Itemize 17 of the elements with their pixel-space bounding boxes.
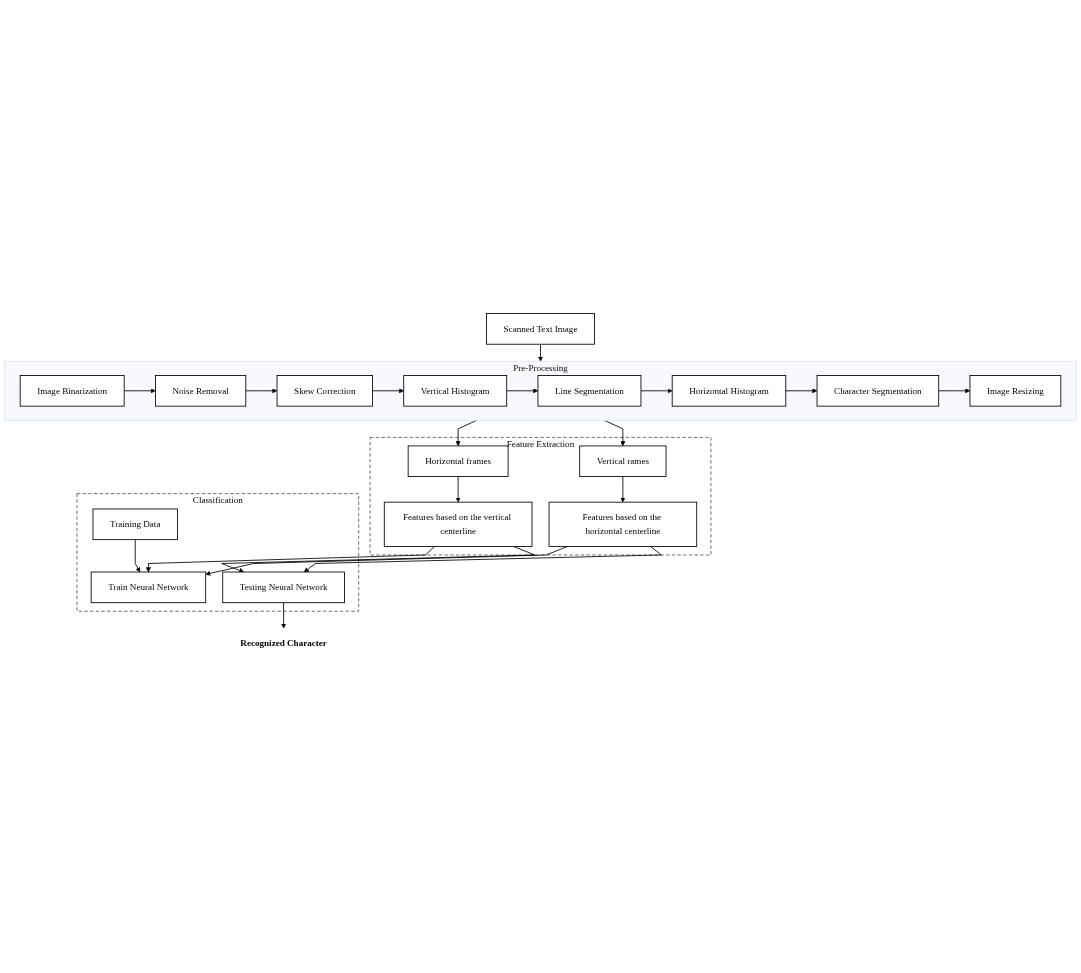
node-box: Noise Removal: [155, 375, 247, 407]
node-text: Recognized Character: [240, 638, 327, 649]
node-box: Horizontal Histogram: [671, 375, 787, 407]
node-box: Scanned Text Image: [486, 313, 595, 345]
node-box: Vertical Histogram: [403, 375, 508, 407]
node-box: Image Resizing: [969, 375, 1062, 407]
node-box: Skew Correction: [276, 375, 373, 407]
node-box: Character Segmentation: [816, 375, 940, 407]
node-box: Features based on the horizontal centerline: [548, 501, 698, 548]
node-box: Training Data: [92, 508, 178, 541]
node-box: Train Neural Network: [90, 571, 207, 604]
node-box: Horizontal frames: [407, 445, 509, 478]
node-box: Vertical rames: [579, 445, 667, 478]
node-box: Line Segmentation: [537, 375, 642, 407]
node-box: Image Binarization: [19, 375, 125, 407]
node-box: Features based on the vertical centerline: [383, 501, 533, 548]
node-box: Testing Neural Network: [222, 571, 345, 604]
